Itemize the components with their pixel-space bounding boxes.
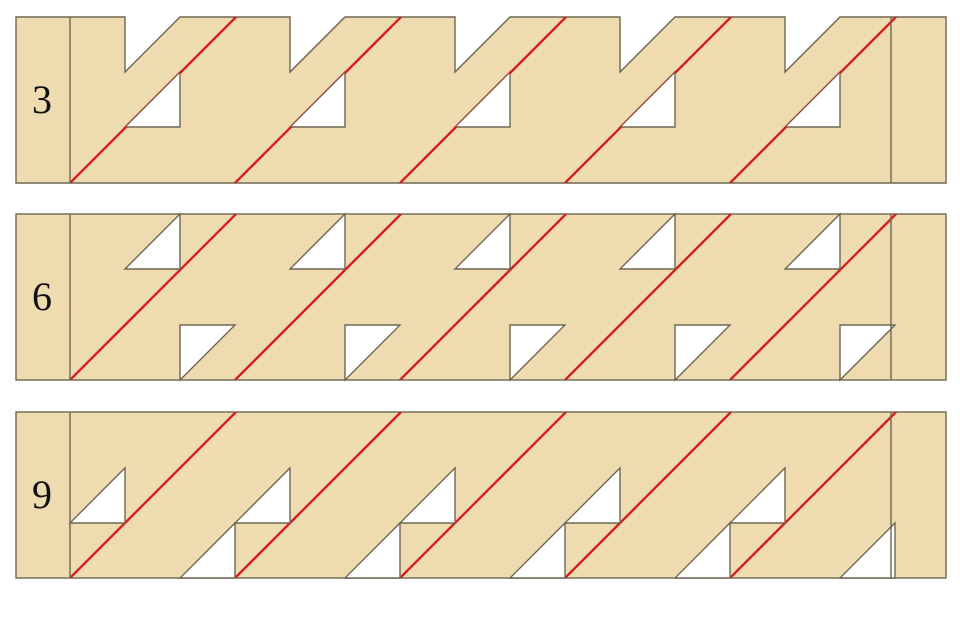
band-6-lower-triangle-1	[179, 324, 237, 382]
band-6-upper-triangle-5	[783, 212, 841, 270]
band-6-lower-triangle-3	[509, 324, 567, 382]
band-9-lower-triangle-2	[343, 521, 401, 579]
band-6-lower-triangle-2	[344, 324, 402, 382]
band-9-lower-triangle-5	[838, 521, 896, 579]
band-6-upper-triangle-2	[288, 212, 346, 270]
band-9-body	[15, 411, 947, 579]
band-6-upper-triangle-4	[618, 212, 676, 270]
band-6-upper-triangle-3	[453, 212, 511, 270]
band-9-upper-triangle-4	[563, 466, 621, 524]
band-6-upper-triangle-1	[123, 212, 181, 270]
band-3: 3	[15, 16, 947, 184]
band-9-upper-triangle-5	[728, 466, 786, 524]
band-9-lower-triangle-4	[673, 521, 731, 579]
band-6-label: 6	[32, 274, 52, 319]
band-9-lower-triangle-3	[508, 521, 566, 579]
band-9-label: 9	[32, 472, 52, 517]
band-9-upper-triangle-2	[233, 466, 291, 524]
band-9-upper-triangle-3	[398, 466, 456, 524]
band-9-diagonals	[69, 412, 897, 578]
band-6-lower-triangle-4	[674, 324, 732, 382]
band-6-lower-triangle-5	[839, 324, 897, 382]
band-9: 9	[15, 411, 947, 579]
band-6-diagonals	[69, 214, 897, 380]
band-9-upper-triangle-1	[68, 466, 126, 524]
band-9-lower-triangle-1	[178, 521, 236, 579]
band-6: 6	[15, 212, 947, 382]
band-3-label: 3	[32, 77, 52, 122]
